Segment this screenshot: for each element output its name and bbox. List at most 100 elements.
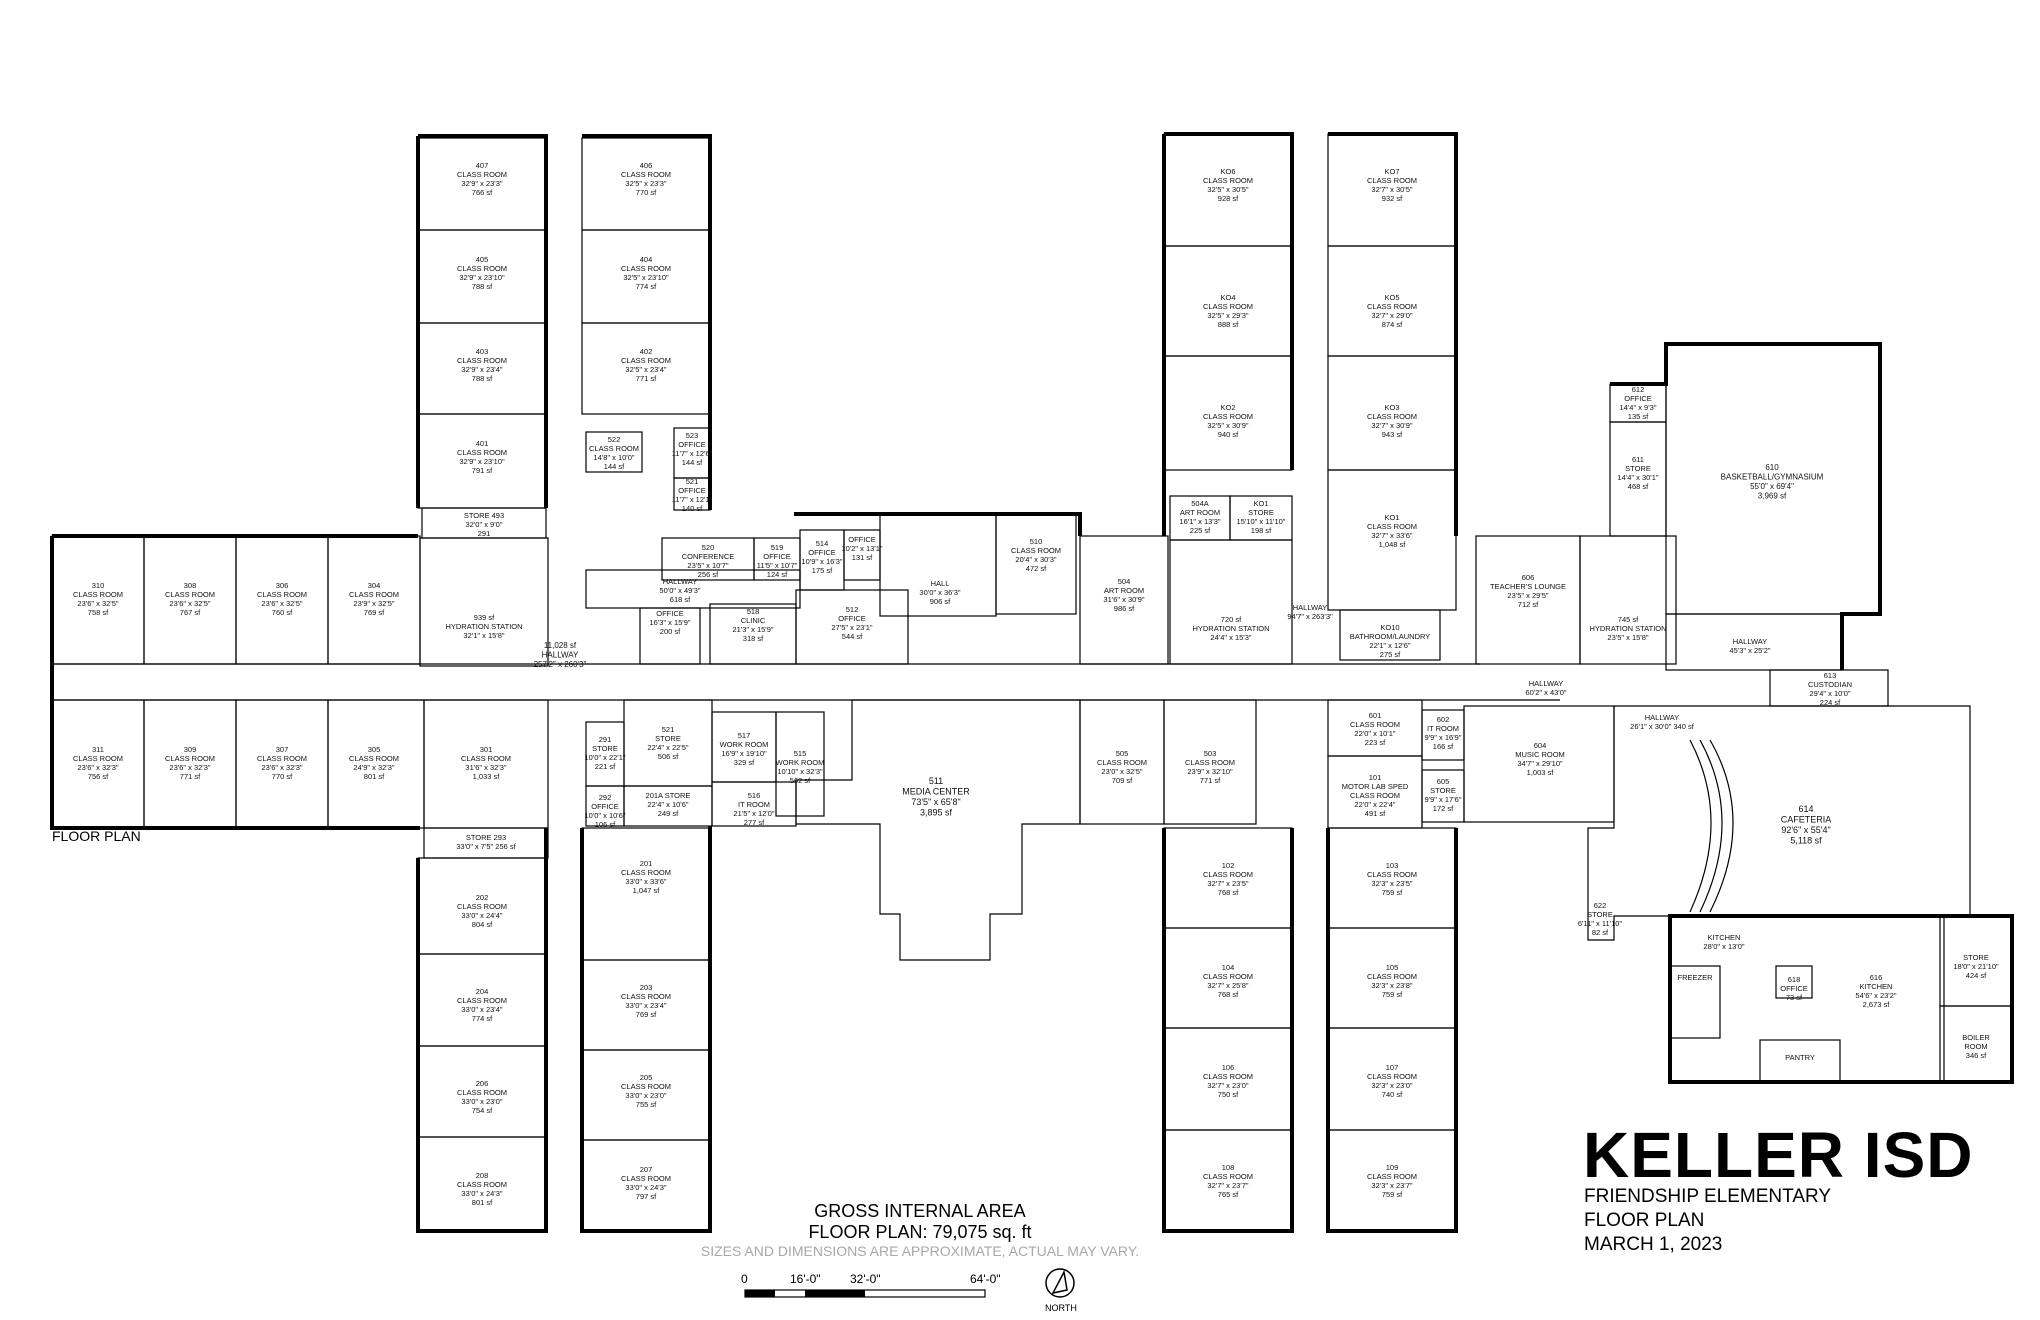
north-arrow-icon — [1045, 1268, 1075, 1298]
cafeteria-outline — [1587, 705, 1971, 941]
page-title: KELLER ISD — [1583, 1119, 1974, 1191]
gross-area-total: FLOOR PLAN: 79,075 sq. ft — [808, 1222, 1032, 1242]
room-515-outline — [775, 711, 825, 817]
north-label: NORTH — [1045, 1303, 1077, 1313]
hydration-720-outline — [1169, 539, 1293, 665]
office-wall — [794, 512, 1082, 536]
gym-wall — [1610, 342, 1882, 670]
disclaimer: SIZES AND DIMENSIONS ARE APPROXIMATE, AC… — [700, 1243, 1140, 1259]
west-arm-wall — [50, 534, 420, 830]
room-522-outline — [585, 431, 643, 473]
ko-wing-wall — [1162, 132, 1458, 536]
room-618-outline — [1775, 965, 1813, 999]
100-wing-wall — [1162, 828, 1458, 1233]
scale-tick-0: 0 — [741, 1272, 748, 1286]
floor-plan-label: FLOOR PLAN — [52, 828, 141, 844]
kitchen-wall — [1668, 914, 2014, 1084]
room-504-outline — [1079, 535, 1169, 665]
hydration-745-outline — [1579, 535, 1677, 665]
gross-area-heading: GROSS INTERNAL AREA — [814, 1201, 1026, 1221]
office-200-outline — [639, 607, 701, 665]
scale-tick-16: 16'-0" — [790, 1272, 821, 1286]
room-503-outline — [1163, 699, 1257, 825]
room-512-outline — [795, 589, 909, 665]
room-label-pantry: PANTRY — [1785, 1053, 1815, 1062]
room-label-freezer: FREEZER — [1677, 973, 1713, 982]
south-wing-wall — [416, 826, 712, 1233]
scale-tick-64: 64'-0" — [970, 1272, 1001, 1286]
stage-arc — [1689, 739, 1712, 913]
scale-bar — [744, 1289, 986, 1298]
scale-tick-32: 32'-0" — [850, 1272, 881, 1286]
